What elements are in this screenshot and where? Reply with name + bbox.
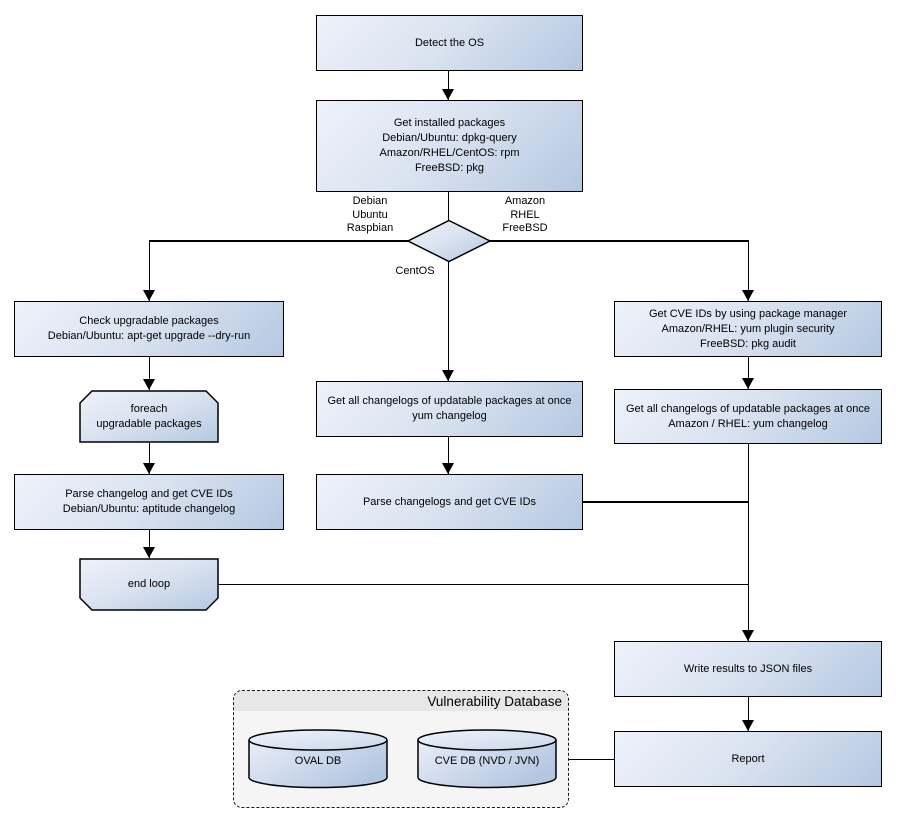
- node-label: Debian/Ubuntu: dpkg-query: [382, 132, 517, 144]
- node-check-upgradable-packages: Check upgradable packages Debian/Ubuntu:…: [14, 301, 284, 357]
- connector-line: [747, 240, 749, 301]
- node-write-results-json: Write results to JSON files: [614, 641, 882, 697]
- node-parse-changelogs-centos: Parse changelogs and get CVE IDs: [316, 474, 583, 530]
- branch-label-line: RHEL: [510, 208, 540, 221]
- node-label: Write results to JSON files: [683, 662, 813, 675]
- node-label: Amazon / RHEL: yum changelog: [668, 417, 828, 430]
- connector-line: [447, 71, 449, 100]
- branch-label-line: Debian: [352, 195, 388, 207]
- node-report: Report: [614, 731, 882, 787]
- node-get-changelogs-amazon-rhel: Get all changelogs of updatable packages…: [614, 389, 882, 444]
- arrow-down-icon: [742, 378, 754, 389]
- oval-db-cylinder: [248, 729, 388, 789]
- connector-line: [489, 240, 748, 242]
- node-label: Parse changelog and get CVE IDs: [65, 488, 233, 500]
- connector-line: [447, 192, 449, 221]
- arrow-down-icon: [143, 463, 155, 474]
- arrow-down-icon: [742, 720, 754, 731]
- connector-line: [148, 442, 150, 474]
- branch-label-line: Amazon: [504, 195, 546, 207]
- node-label: Parse changelogs and get CVE IDs: [362, 495, 537, 508]
- connector-line: [747, 697, 749, 731]
- node-label: Debian/Ubuntu: aptitude changelog: [62, 503, 236, 515]
- loop-start-shape: [79, 390, 219, 443]
- branch-label-right: Amazon RHEL FreeBSD: [475, 195, 575, 236]
- arrow-down-icon: [442, 370, 454, 381]
- branch-label-line: CentOS: [395, 265, 435, 277]
- branch-label-left: Debian Ubuntu Raspbian: [320, 195, 420, 236]
- connector-line: [148, 240, 409, 242]
- group-header: Vulnerability Database: [234, 691, 568, 711]
- arrow-down-icon: [143, 290, 155, 301]
- node-label: Amazon/RHEL: yum plugin security: [661, 322, 835, 335]
- connector-line: [447, 437, 449, 474]
- node-label: yum changelog: [412, 410, 487, 422]
- branch-label-bottom: CentOS: [385, 265, 445, 279]
- node-get-installed-packages: Get installed packages Debian/Ubuntu: dp…: [316, 100, 583, 192]
- node-label: Get CVE IDs by using package manager: [648, 307, 848, 320]
- node-get-changelogs-centos: Get all changelogs of updatable packages…: [316, 381, 583, 437]
- connector-line: [148, 357, 150, 390]
- branch-label-line: Ubuntu: [352, 208, 388, 221]
- node-label: Get all changelogs of updatable packages…: [327, 395, 572, 407]
- arrow-down-icon: [143, 547, 155, 558]
- connector-line: [555, 758, 615, 760]
- connector-line: [447, 260, 449, 381]
- node-label: Check upgradable packages: [79, 315, 219, 327]
- connector-line: [148, 240, 150, 301]
- node-label: Get all changelogs of updatable packages…: [625, 402, 870, 415]
- branch-label-line: Raspbian: [346, 222, 394, 234]
- cve-db-cylinder: [417, 729, 557, 789]
- node-label: Debian/Ubuntu: apt-get upgrade --dry-run: [47, 330, 251, 342]
- connector-line: [747, 357, 749, 389]
- arrow-down-icon: [742, 290, 754, 301]
- node-label: FreeBSD: pkg audit: [700, 337, 796, 350]
- decision-diamond: [406, 219, 492, 263]
- node-label: FreeBSD: pkg: [414, 162, 485, 174]
- node-parse-changelog-debian: Parse changelog and get CVE IDs Debian/U…: [14, 474, 284, 530]
- branch-label-line: FreeBSD: [502, 222, 548, 234]
- node-label: Get installed packages: [393, 117, 506, 129]
- arrow-down-icon: [143, 379, 155, 390]
- node-label: Detect the OS: [414, 36, 485, 49]
- node-get-cve-ids-package-manager: Get CVE IDs by using package manager Ama…: [614, 301, 882, 357]
- connector-line: [148, 530, 150, 558]
- loop-end-shape: [79, 558, 219, 611]
- node-detect-os: Detect the OS: [316, 15, 583, 71]
- node-label: Report: [731, 752, 765, 765]
- connector-line: [583, 501, 749, 503]
- group-title: Vulnerability Database: [427, 693, 562, 709]
- arrow-down-icon: [742, 630, 754, 641]
- node-label: Amazon/RHEL/CentOS: rpm: [379, 147, 520, 159]
- connector-line: [218, 583, 749, 585]
- arrow-down-icon: [442, 89, 454, 100]
- arrow-down-icon: [442, 463, 454, 474]
- connector-line: [747, 444, 749, 641]
